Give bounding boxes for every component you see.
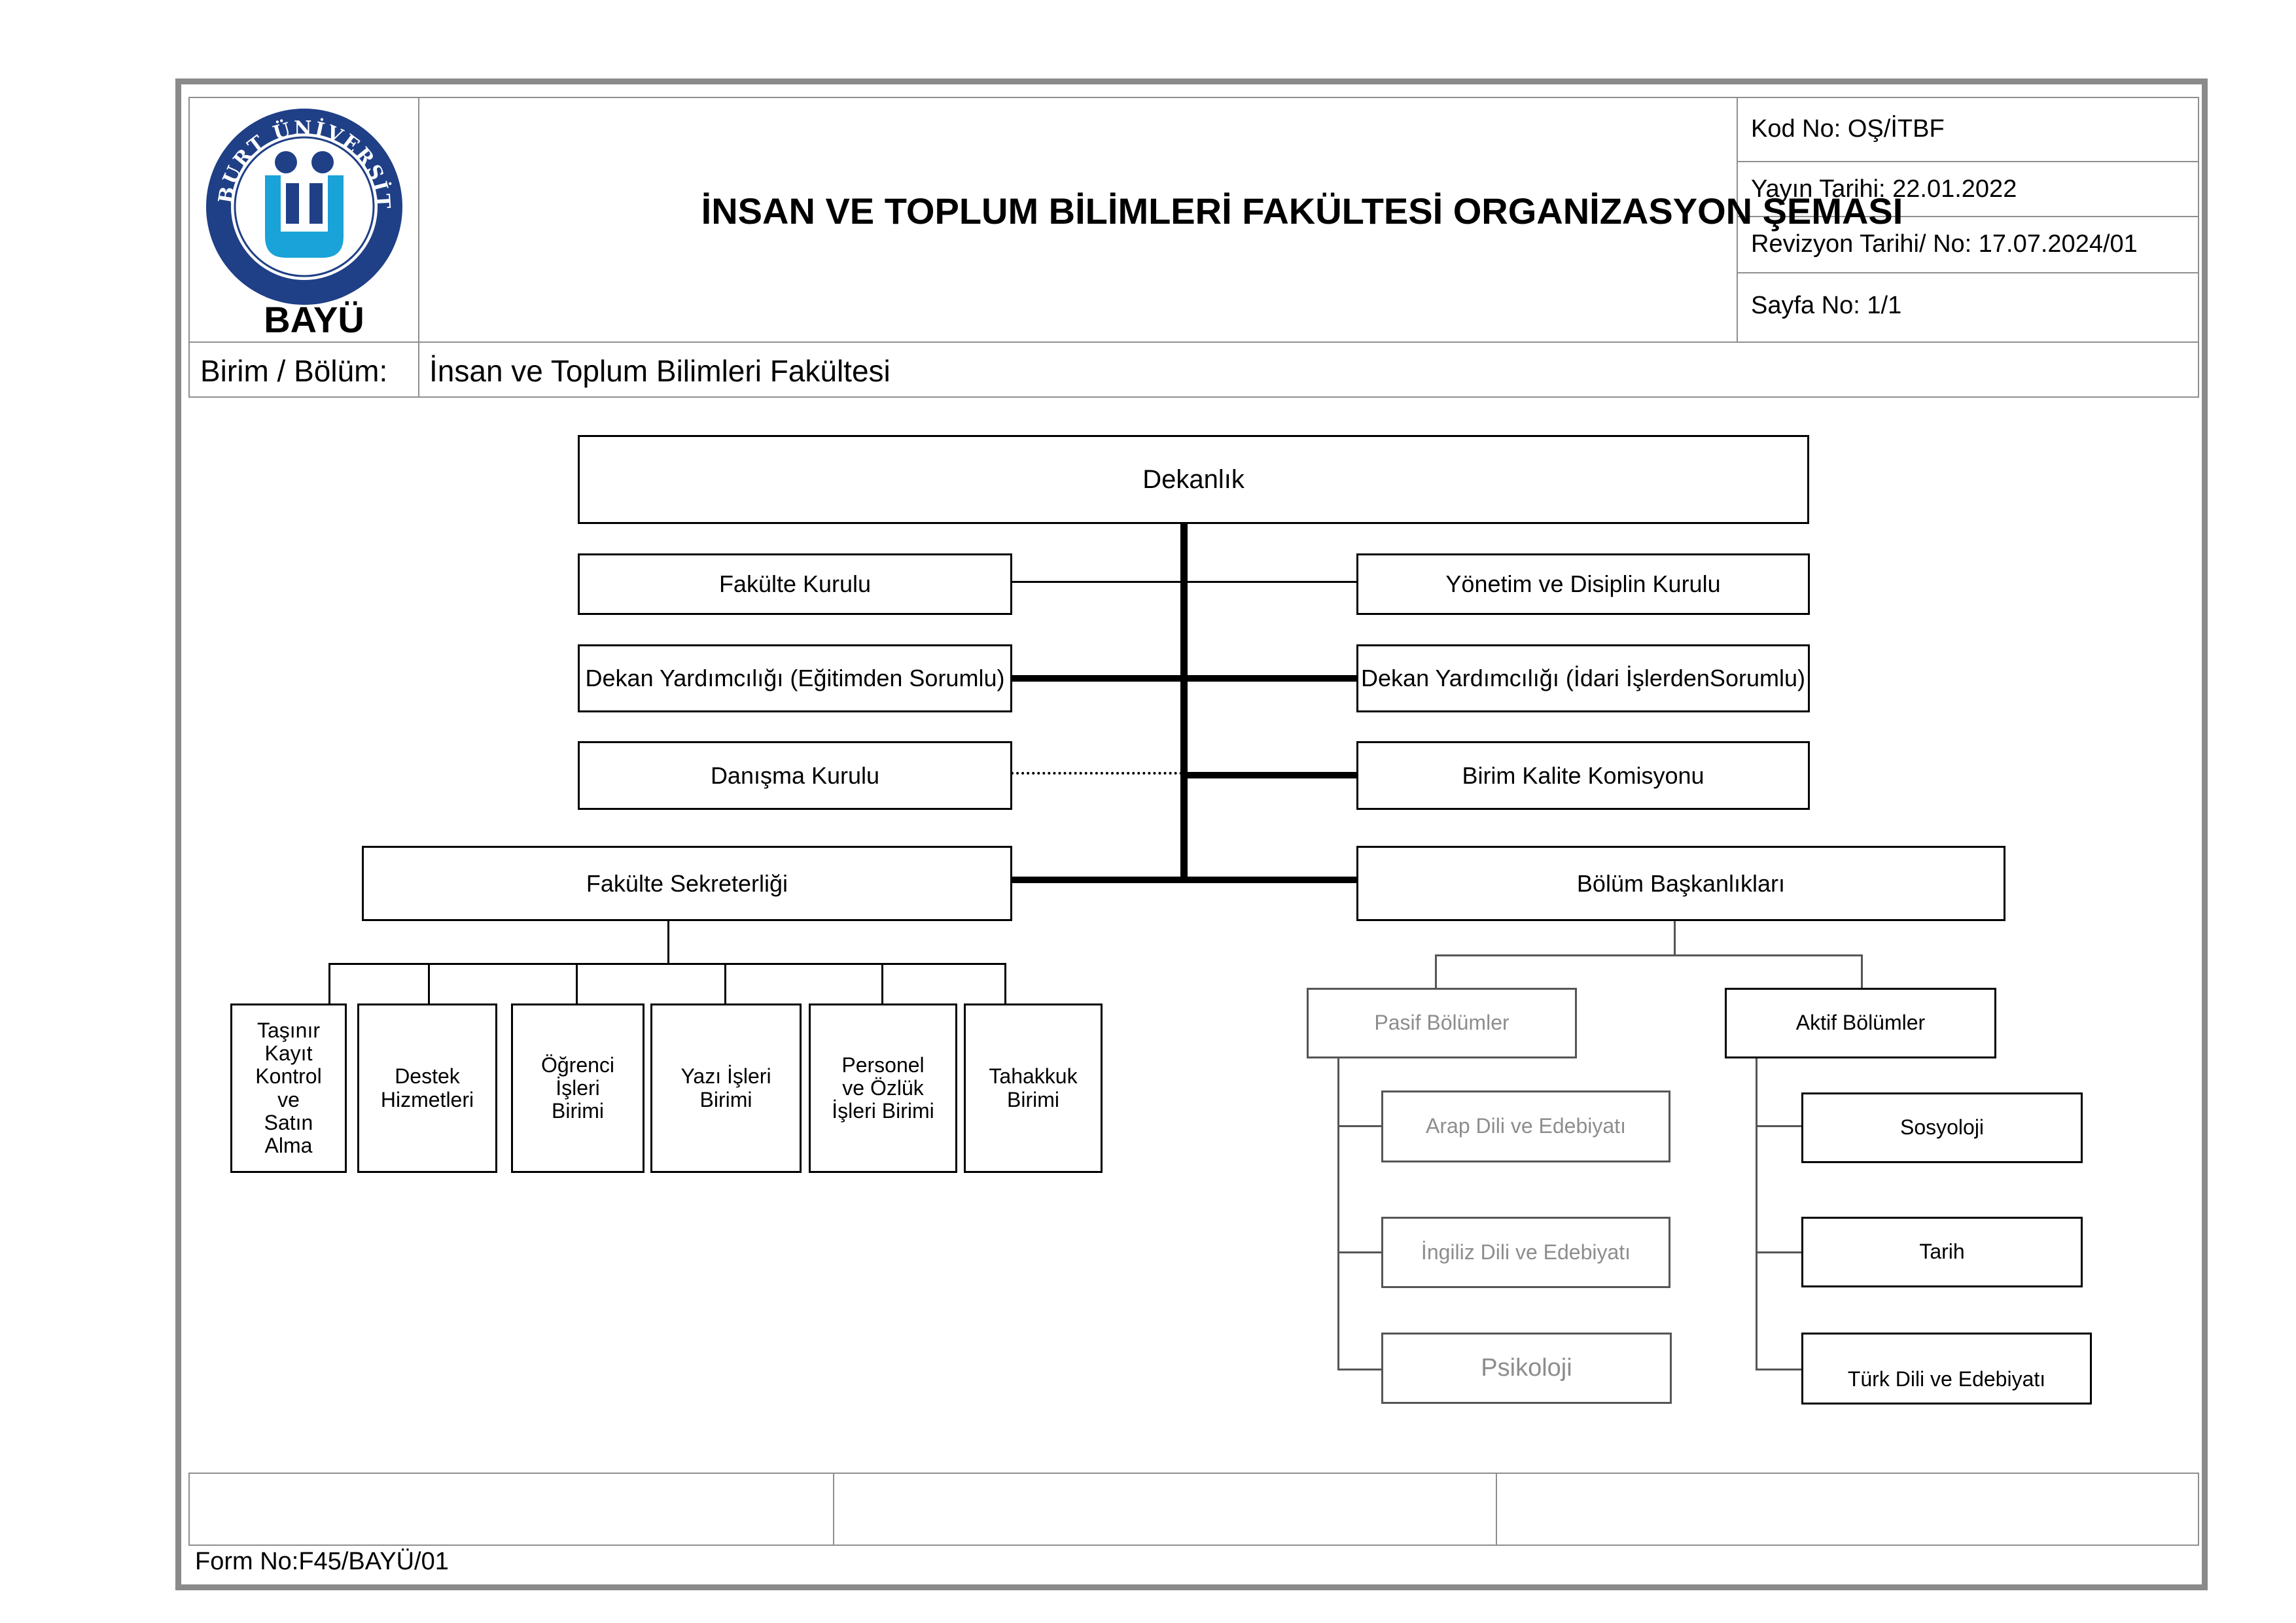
connector-line bbox=[1337, 1251, 1382, 1253]
footer-divider bbox=[833, 1474, 834, 1544]
meta-row-divider bbox=[1737, 272, 2199, 273]
org-box-birim-kalite: Birim Kalite Komisyonu bbox=[1356, 741, 1810, 810]
footer-divider bbox=[1496, 1474, 1497, 1544]
org-box-personel-ozluk: Personel ve Özlük İşleri Birimi bbox=[809, 1003, 957, 1173]
org-box-destek-hizmetleri: Destek Hizmetleri bbox=[357, 1003, 497, 1173]
org-box-yazi-isleri: Yazı İşleri Birimi bbox=[650, 1003, 802, 1173]
org-box-pasif-bolumler: Pasif Bölümler bbox=[1307, 988, 1577, 1058]
connector-line bbox=[1674, 920, 1676, 956]
org-box-psikoloji: Psikoloji bbox=[1381, 1333, 1672, 1404]
unit-value: İnsan ve Toplum Bilimleri Fakültesi bbox=[429, 354, 891, 388]
form-number: Form No:F45/BAYÜ/01 bbox=[195, 1548, 449, 1575]
org-box-tarih: Tarih bbox=[1801, 1217, 2083, 1287]
org-box-fakulte-kurulu: Fakülte Kurulu bbox=[578, 553, 1012, 615]
logo-text: BAYÜ bbox=[264, 299, 364, 340]
connector-line bbox=[1861, 954, 1863, 988]
org-box-yonetim-kurulu: Yönetim ve Disiplin Kurulu bbox=[1356, 553, 1810, 615]
connector-line bbox=[576, 963, 578, 1005]
connector-line bbox=[328, 963, 330, 1005]
header-divider-meta bbox=[1737, 98, 1738, 341]
connector-line bbox=[1435, 954, 1862, 956]
seal-icon: BAYBURT ÜNİVERSİTESİ 2008 bbox=[190, 83, 402, 305]
connector-line bbox=[1337, 1057, 1339, 1370]
unit-divider bbox=[418, 341, 419, 398]
org-box-danisma-kurulu: Danışma Kurulu bbox=[578, 741, 1012, 810]
connector-line bbox=[1435, 954, 1437, 988]
org-box-dekan-yrd-idari: Dekan Yardımcılığı (İdari İşlerdenSoruml… bbox=[1356, 644, 1810, 712]
connector-line bbox=[1011, 877, 1358, 883]
org-box-bolum-baskanliklari: Bölüm Başkanlıkları bbox=[1356, 846, 2005, 921]
org-box-dekan-yrd-egitim: Dekan Yardımcılığı (Eğitimden Sorumlu) bbox=[578, 644, 1012, 712]
connector-line bbox=[724, 963, 726, 1005]
org-box-dekanlik: Dekanlık bbox=[578, 435, 1809, 524]
org-box-ogrenci-isleri: Öğrenci İşleri Birimi bbox=[511, 1003, 645, 1173]
connector-line bbox=[1756, 1251, 1801, 1253]
connector-line bbox=[1756, 1057, 1757, 1370]
connector-line bbox=[1337, 1369, 1382, 1370]
org-box-arap-dili: Arap Dili ve Edebiyatı bbox=[1381, 1091, 1670, 1162]
header-row-divider bbox=[190, 341, 2199, 343]
org-box-tasinir-kayit: Taşınır Kayıt Kontrol ve Satın Alma bbox=[230, 1003, 347, 1173]
connector-line bbox=[881, 963, 883, 1005]
page-title: İNSAN VE TOPLUM BİLİMLERİ FAKÜLTESİ ORGA… bbox=[701, 190, 1903, 232]
dotted-connector-line bbox=[1011, 772, 1182, 775]
connector-line bbox=[1011, 581, 1358, 583]
yayin-tarihi: Yayın Tarihi: 22.01.2022 bbox=[1751, 175, 2017, 203]
connector-line bbox=[1756, 1369, 1801, 1370]
org-box-aktif-bolumler: Aktif Bölümler bbox=[1725, 988, 1996, 1058]
kod-no: Kod No: OŞ/İTBF bbox=[1751, 115, 1945, 143]
connector-line bbox=[328, 963, 1006, 965]
connector-line bbox=[1004, 963, 1006, 1005]
org-box-ingiliz-dili: İngiliz Dili ve Edebiyatı bbox=[1381, 1217, 1670, 1288]
org-box-sosyoloji: Sosyoloji bbox=[1801, 1092, 2083, 1163]
connector-line bbox=[1756, 1125, 1801, 1127]
org-box-turk-dili: Türk Dili ve Edebiyatı bbox=[1801, 1333, 2092, 1405]
connector-line bbox=[1011, 675, 1358, 682]
header-divider-logo bbox=[418, 98, 419, 341]
connector-line bbox=[428, 963, 430, 1005]
university-logo: BAYBURT ÜNİVERSİTESİ 2008 BAYÜ bbox=[190, 83, 409, 348]
connector-line bbox=[1337, 1125, 1382, 1127]
footer-table bbox=[188, 1473, 2199, 1546]
connector-line bbox=[667, 920, 669, 964]
revizyon-tarihi: Revizyon Tarihi/ No: 17.07.2024/01 bbox=[1751, 230, 2138, 258]
org-box-tahakkuk: Tahakkuk Birimi bbox=[964, 1003, 1103, 1173]
page-frame bbox=[175, 79, 2208, 1590]
org-box-fakulte-sekreterligi: Fakülte Sekreterliği bbox=[362, 846, 1012, 921]
connector-line bbox=[1188, 772, 1358, 778]
meta-row-divider bbox=[1737, 161, 2199, 162]
meta-row-divider bbox=[1737, 216, 2199, 217]
unit-label: Birim / Bölüm: bbox=[200, 354, 388, 388]
header-table: BAYBURT ÜNİVERSİTESİ 2008 BAYÜ İNSAN VE … bbox=[188, 83, 2199, 398]
main-trunk-line bbox=[1180, 523, 1188, 883]
sayfa-no: Sayfa No: 1/1 bbox=[1751, 292, 1902, 319]
